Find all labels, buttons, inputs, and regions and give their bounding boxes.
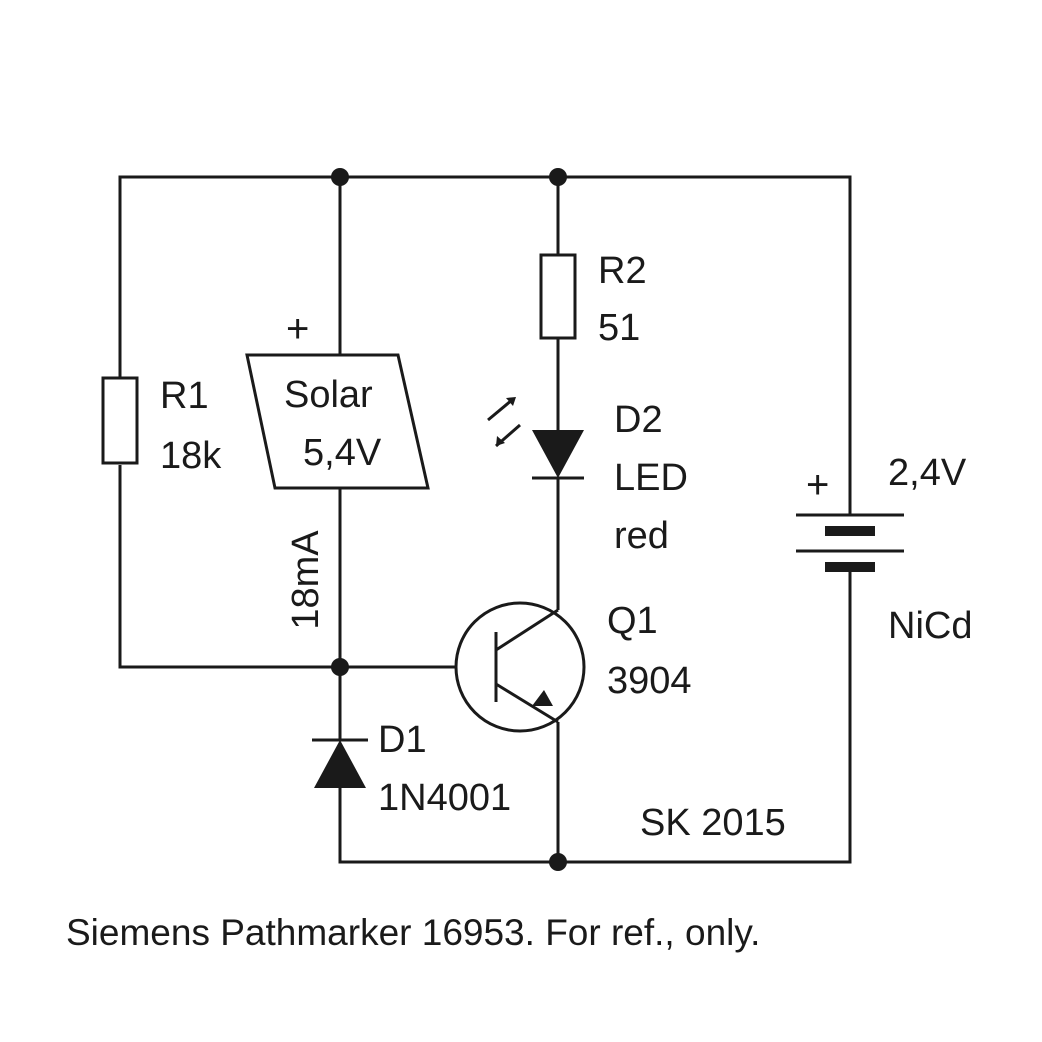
r1-value-label: 18k <box>160 435 222 477</box>
r2-ref-label: R2 <box>598 250 647 292</box>
d2-type-label: LED <box>614 457 688 499</box>
resistor-r2-symbol <box>539 253 577 340</box>
solar-cell-symbol <box>245 353 430 490</box>
resistor-r1-symbol <box>101 376 139 465</box>
light-emission-arrows-icon <box>487 397 521 448</box>
solar-voltage-label: 5,4V <box>303 432 382 474</box>
transistor-q1-symbol <box>454 601 586 733</box>
junction-dot <box>331 658 349 676</box>
signature-label: SK 2015 <box>640 802 786 844</box>
d2-color-label: red <box>614 515 669 557</box>
battery-voltage-label: 2,4V <box>888 452 967 494</box>
led-d2-symbol <box>532 430 584 478</box>
d2-ref-label: D2 <box>614 399 663 441</box>
junction-dot <box>549 168 567 186</box>
r1-ref-label: R1 <box>160 375 209 417</box>
battery-plus-sign: + <box>806 463 829 507</box>
diode-d1-symbol <box>314 740 366 788</box>
solar-plus-sign: + <box>286 307 309 351</box>
wire-r1-to-base <box>118 465 555 669</box>
junction-dot <box>549 853 567 871</box>
wire-top-rail <box>118 175 852 515</box>
solar-current-label: 18mA <box>285 530 327 630</box>
d1-part-label: 1N4001 <box>378 777 511 819</box>
junction-dots <box>331 168 567 871</box>
wire-bottom-rail <box>338 572 852 864</box>
r2-value-label: 51 <box>598 307 640 349</box>
q1-ref-label: Q1 <box>607 600 658 642</box>
battery-symbol <box>796 513 904 572</box>
d1-ref-label: D1 <box>378 719 427 761</box>
q1-part-label: 3904 <box>607 660 692 702</box>
battery-type-label: NiCd <box>888 605 972 647</box>
wires <box>118 175 852 864</box>
caption-text: Siemens Pathmarker 16953. For ref., only… <box>66 912 760 953</box>
solar-name-label: Solar <box>284 374 373 416</box>
junction-dot <box>331 168 349 186</box>
